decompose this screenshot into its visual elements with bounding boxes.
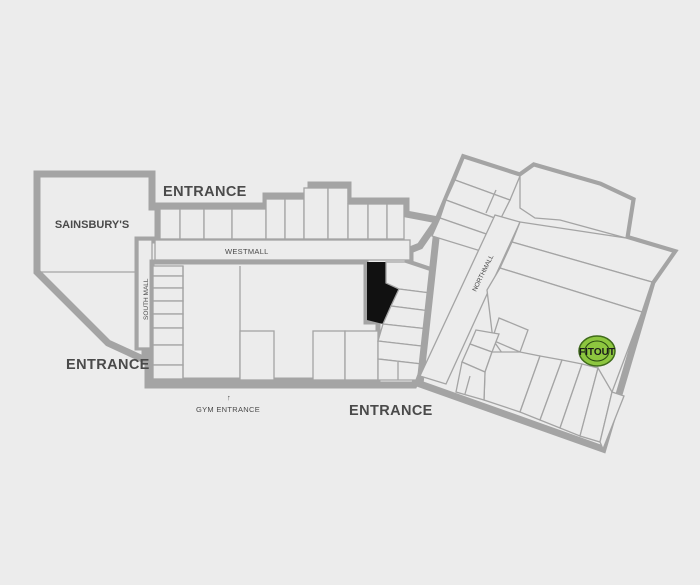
logo-badge [578,335,616,367]
logo-text: FITOUT [579,347,615,358]
gym-arrow: ↑ [227,393,231,402]
top-shop-row[interactable] [159,187,405,240]
west-mall-corridor [154,239,411,261]
west-mall-label: WESTMALL [225,247,269,256]
entrance-left-label: ENTRANCE [66,357,150,373]
south-units[interactable] [152,265,379,381]
south-mall-label: SOUTH MALL [143,278,150,320]
north-lower-units[interactable] [455,317,625,451]
entrance-top-label: ENTRANCE [163,184,247,200]
fitout-logo[interactable]: FITOUT [578,335,616,367]
west-wing [134,181,467,389]
highlighted-unit[interactable] [367,262,399,324]
north-upper-units[interactable] [431,157,633,253]
north-wing [416,153,679,454]
north-mall-corridor [419,214,521,385]
sainsburys-label: SAINSBURY'S [55,219,129,231]
gym-entrance-label: GYM ENTRANCE [196,405,260,414]
entrance-bottom-label: ENTRANCE [349,403,433,419]
